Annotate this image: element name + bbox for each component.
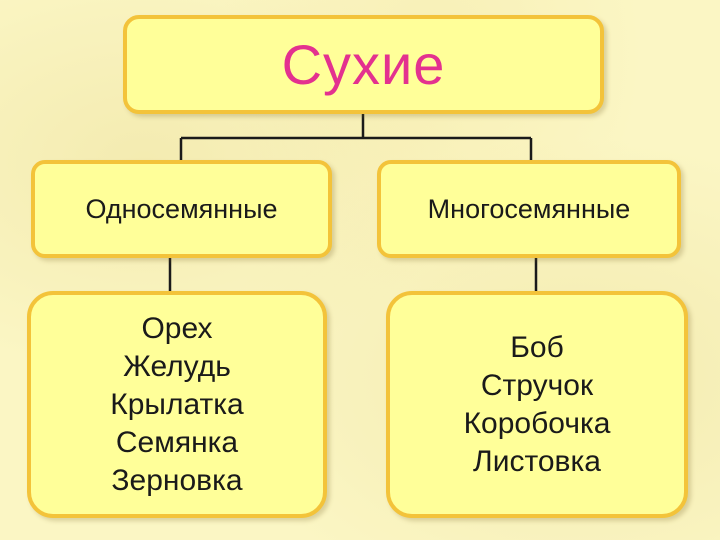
category-label: Многосемянные	[427, 193, 631, 224]
list-item: Крылатка	[110, 387, 244, 421]
list-item: Зерновка	[111, 463, 243, 497]
root-node: Сухие	[123, 15, 604, 114]
list-item: Боб	[510, 330, 564, 364]
list-item: Коробочка	[463, 406, 611, 440]
fruit-list-single-seed: Орех Желудь Крылатка Семянка Зерновка	[27, 291, 327, 518]
root-title: Сухие	[281, 33, 446, 96]
list-item: Желудь	[123, 349, 231, 383]
list-item: Орех	[141, 311, 213, 345]
category-label: Односемянные	[85, 193, 278, 224]
list-item: Стручок	[480, 368, 594, 402]
list-item: Семянка	[115, 425, 239, 459]
fruit-list-multi-seed: Боб Стручок Коробочка Листовка	[386, 291, 688, 518]
category-node-single-seed: Односемянные	[31, 160, 332, 258]
category-node-multi-seed: Многосемянные	[377, 160, 681, 258]
list-item: Листовка	[473, 444, 601, 478]
